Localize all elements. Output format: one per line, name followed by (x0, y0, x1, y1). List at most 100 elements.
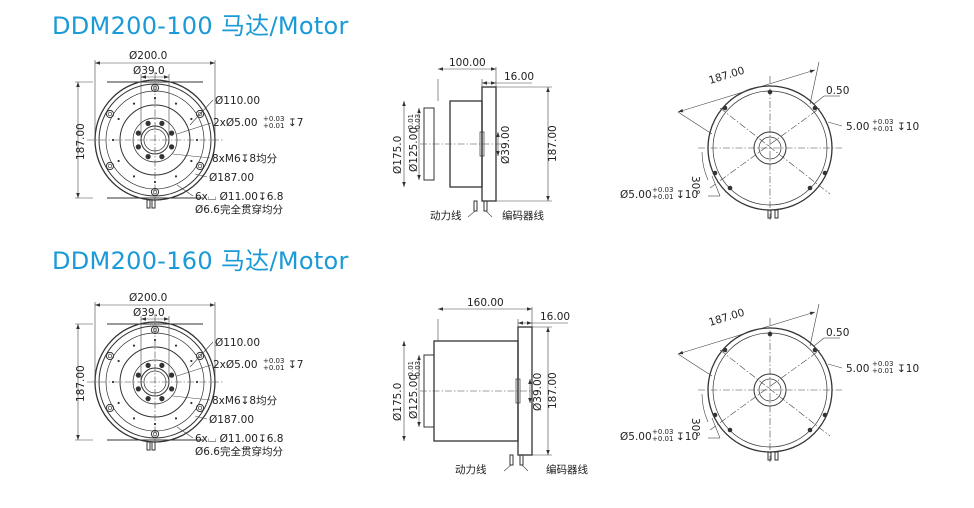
label-pin-tol-bot: +0.01 (263, 364, 284, 372)
leader-line (485, 210, 493, 218)
label-pin-depth: ↧7 (288, 117, 303, 129)
leader-line (176, 122, 212, 135)
dimension-arrow (417, 422, 421, 427)
rear-hole (807, 185, 813, 191)
label-cbore: 6x⌴ Ø11.00↧6.8 (195, 191, 283, 203)
dimension-arrow (76, 324, 80, 329)
leader-line (711, 175, 721, 197)
power-cable (509, 454, 514, 466)
dim-d125 (417, 355, 421, 427)
label-rear-gap: 0.50 (826, 327, 849, 339)
ring-marker (132, 102, 136, 105)
dim-d125-tol-top: -0.01 (407, 361, 415, 379)
dimension-arrow (527, 321, 532, 325)
power-cable (473, 200, 478, 212)
rear-view-0: 187.000.505.00+0.03+0.01↧1030°Ø5.00+0.03… (620, 61, 919, 220)
label-d187: Ø187.00 (209, 172, 254, 184)
dim-d39-label: Ø39.00 (500, 126, 512, 164)
dimension-arrow (482, 81, 487, 85)
leader-line (194, 415, 208, 420)
counterbore-hole (195, 351, 205, 361)
ring-marker (117, 401, 120, 405)
counterbore-hole (105, 351, 115, 361)
leader-line (711, 417, 721, 439)
counterbore-hole (195, 161, 205, 171)
thread-hole (159, 154, 165, 160)
extension-line (677, 111, 713, 135)
ring-marker (117, 159, 120, 163)
dimension-arrow (141, 75, 146, 79)
dimension-arrow (210, 61, 215, 65)
label-thread: 8xM6↧8均分 (212, 153, 278, 165)
dim-d200 (95, 61, 215, 65)
leader-line (176, 364, 212, 377)
rear-hole (812, 105, 818, 111)
dim-d175-label: Ø175.0 (392, 383, 404, 421)
label-rear-angle: 30° (689, 418, 701, 437)
dimension-arrow (417, 355, 421, 360)
front-view-0: Ø200.0Ø39.0187.00Ø110.002xØ5.00+0.03+0.0… (75, 50, 303, 216)
dim-d39 (141, 75, 169, 79)
dimension-arrow (527, 307, 532, 311)
dim-height (76, 324, 80, 440)
ring-marker (190, 401, 193, 405)
dimension-arrow (496, 151, 500, 156)
cable-stub (146, 441, 151, 451)
through-hole (197, 163, 203, 169)
dim-flange (482, 81, 496, 85)
dimension-arrow (518, 321, 523, 325)
dimension-arrow (438, 307, 443, 311)
dim-d175-label: Ø175.0 (392, 136, 404, 174)
rear-hole (807, 427, 813, 433)
rear-bore-inner (758, 136, 782, 160)
center-line-diag2 (709, 349, 821, 431)
label-d187: Ø187.00 (209, 414, 254, 426)
through-hole (197, 405, 203, 411)
leader-line (813, 337, 825, 347)
through-hole (152, 327, 158, 333)
label-rear-pin-right: 5.00 (846, 121, 869, 133)
counterbore-hole (105, 109, 115, 119)
thread-hole (135, 144, 141, 150)
center-line-diag2 (709, 107, 821, 189)
dim-flange-label: 16.00 (504, 71, 534, 83)
rear-cable-stub (767, 451, 772, 461)
dim-length-label: 100.00 (449, 57, 486, 69)
rear-hole (822, 412, 828, 418)
label-thread: 8xM6↧8均分 (212, 395, 278, 407)
label-rear-gap: 0.50 (826, 85, 849, 97)
thread-hole (145, 120, 151, 126)
counterbore-hole (150, 187, 160, 197)
angle-arc (701, 393, 709, 423)
ring-marker (174, 344, 178, 347)
dimension-arrow (678, 108, 684, 113)
through-hole (107, 111, 113, 117)
ring-marker (132, 417, 136, 420)
dimension-arrow (491, 81, 496, 85)
dim-d39-label: Ø39.0 (133, 65, 165, 77)
dimension-arrow (141, 317, 146, 321)
counterbore-hole (195, 403, 205, 413)
label-rear-pin-right: 5.00 (846, 363, 869, 375)
thread-hole (145, 396, 151, 402)
through-hole (197, 111, 203, 117)
dimension-arrow (809, 69, 815, 74)
dim-h187-label: 187.00 (547, 125, 559, 162)
center-line-diag (719, 107, 831, 195)
rear-view-1: 187.000.505.00+0.03+0.01↧1030°Ø5.00+0.03… (620, 303, 919, 462)
dim-d125 (417, 108, 421, 180)
through-hole (152, 189, 158, 195)
thread-hole (159, 362, 165, 368)
dim-d175 (402, 341, 406, 441)
dim-d125-label: Ø125.00 (408, 374, 420, 419)
label-pin-main: 2xØ5.00 (213, 117, 258, 129)
ring-marker (174, 175, 178, 178)
label-rear-pin-left: Ø5.00 (620, 189, 652, 201)
label-rear-pin-left-tol-bot: +0.01 (652, 435, 673, 443)
dimension-arrow (164, 75, 169, 79)
rear-hole (712, 412, 718, 418)
leader-line (503, 464, 512, 472)
dimension-arrow (76, 435, 80, 440)
dim-h187 (546, 327, 550, 455)
